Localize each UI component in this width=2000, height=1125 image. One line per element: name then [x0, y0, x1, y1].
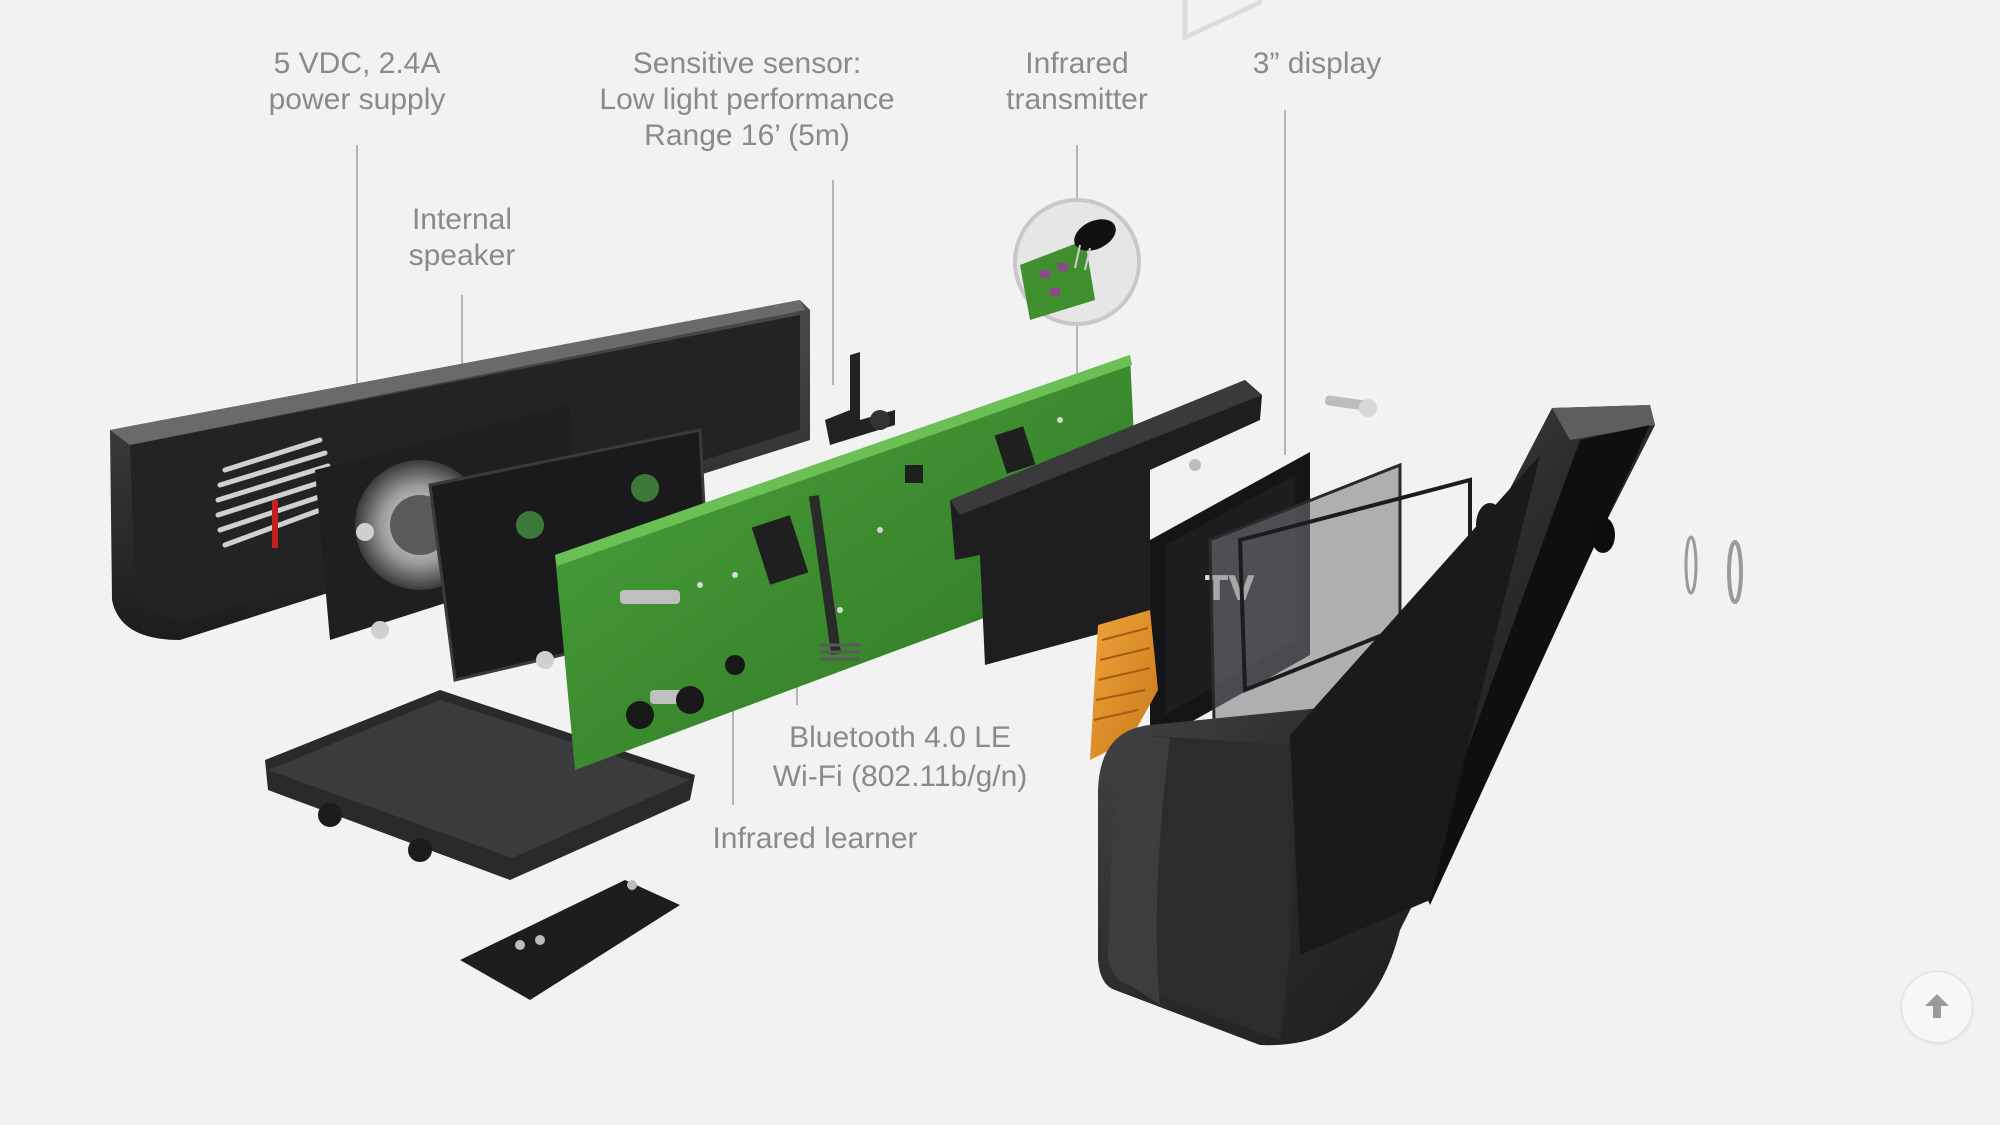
callout-power-supply: 5 VDC, 2.4A power supply: [232, 46, 482, 118]
base-plates: [265, 690, 695, 1000]
callout-speaker-line2: speaker: [408, 239, 516, 272]
callout-ir-transmitter-line2: transmitter: [1006, 83, 1148, 116]
callout-power-line1: 5 VDC, 2.4A: [273, 47, 441, 80]
callout-ir-learner-line1: Infrared learner: [712, 822, 918, 855]
callout-sensor-line1: Sensitive sensor:: [632, 47, 862, 80]
callout-sensitive-sensor: Sensitive sensor: Low light performance …: [572, 46, 922, 154]
callout-wireless: Bluetooth 4.0 LE Wi-Fi (802.11b/g/n): [740, 718, 1060, 796]
callout-infrared-transmitter: Infrared transmitter: [972, 46, 1182, 118]
front-housing: [1098, 405, 1655, 1046]
callout-speaker-line1: Internal: [411, 203, 513, 236]
sensor-bracket: [825, 352, 895, 445]
callout-sensor-line2: Low light performance: [599, 83, 895, 116]
main-pcb: [555, 355, 1140, 770]
callout-ir-transmitter-line1: Infrared: [1025, 47, 1129, 80]
internal-frame: [950, 380, 1262, 665]
lens-rings: [1684, 535, 1743, 604]
screw: [1325, 395, 1377, 417]
callout-infrared-learner: Infrared learner: [685, 821, 945, 857]
callout-power-line2: power supply: [268, 83, 446, 116]
callout-display: 3” display: [1222, 46, 1412, 82]
callout-internal-speaker: Internal speaker: [362, 202, 562, 274]
callout-wireless-line1: Bluetooth 4.0 LE: [789, 721, 1011, 754]
callout-display-line1: 3” display: [1252, 47, 1382, 80]
flex-cable: [1090, 610, 1158, 760]
callout-wireless-line2: Wi-Fi (802.11b/g/n): [772, 760, 1028, 793]
scroll-to-top-button[interactable]: [1901, 971, 1973, 1043]
ir-transmitter-detail: [1013, 198, 1141, 326]
callout-sensor-line3: Range 16’ (5m): [644, 119, 850, 152]
arrow-up-icon: [1925, 994, 1949, 1018]
